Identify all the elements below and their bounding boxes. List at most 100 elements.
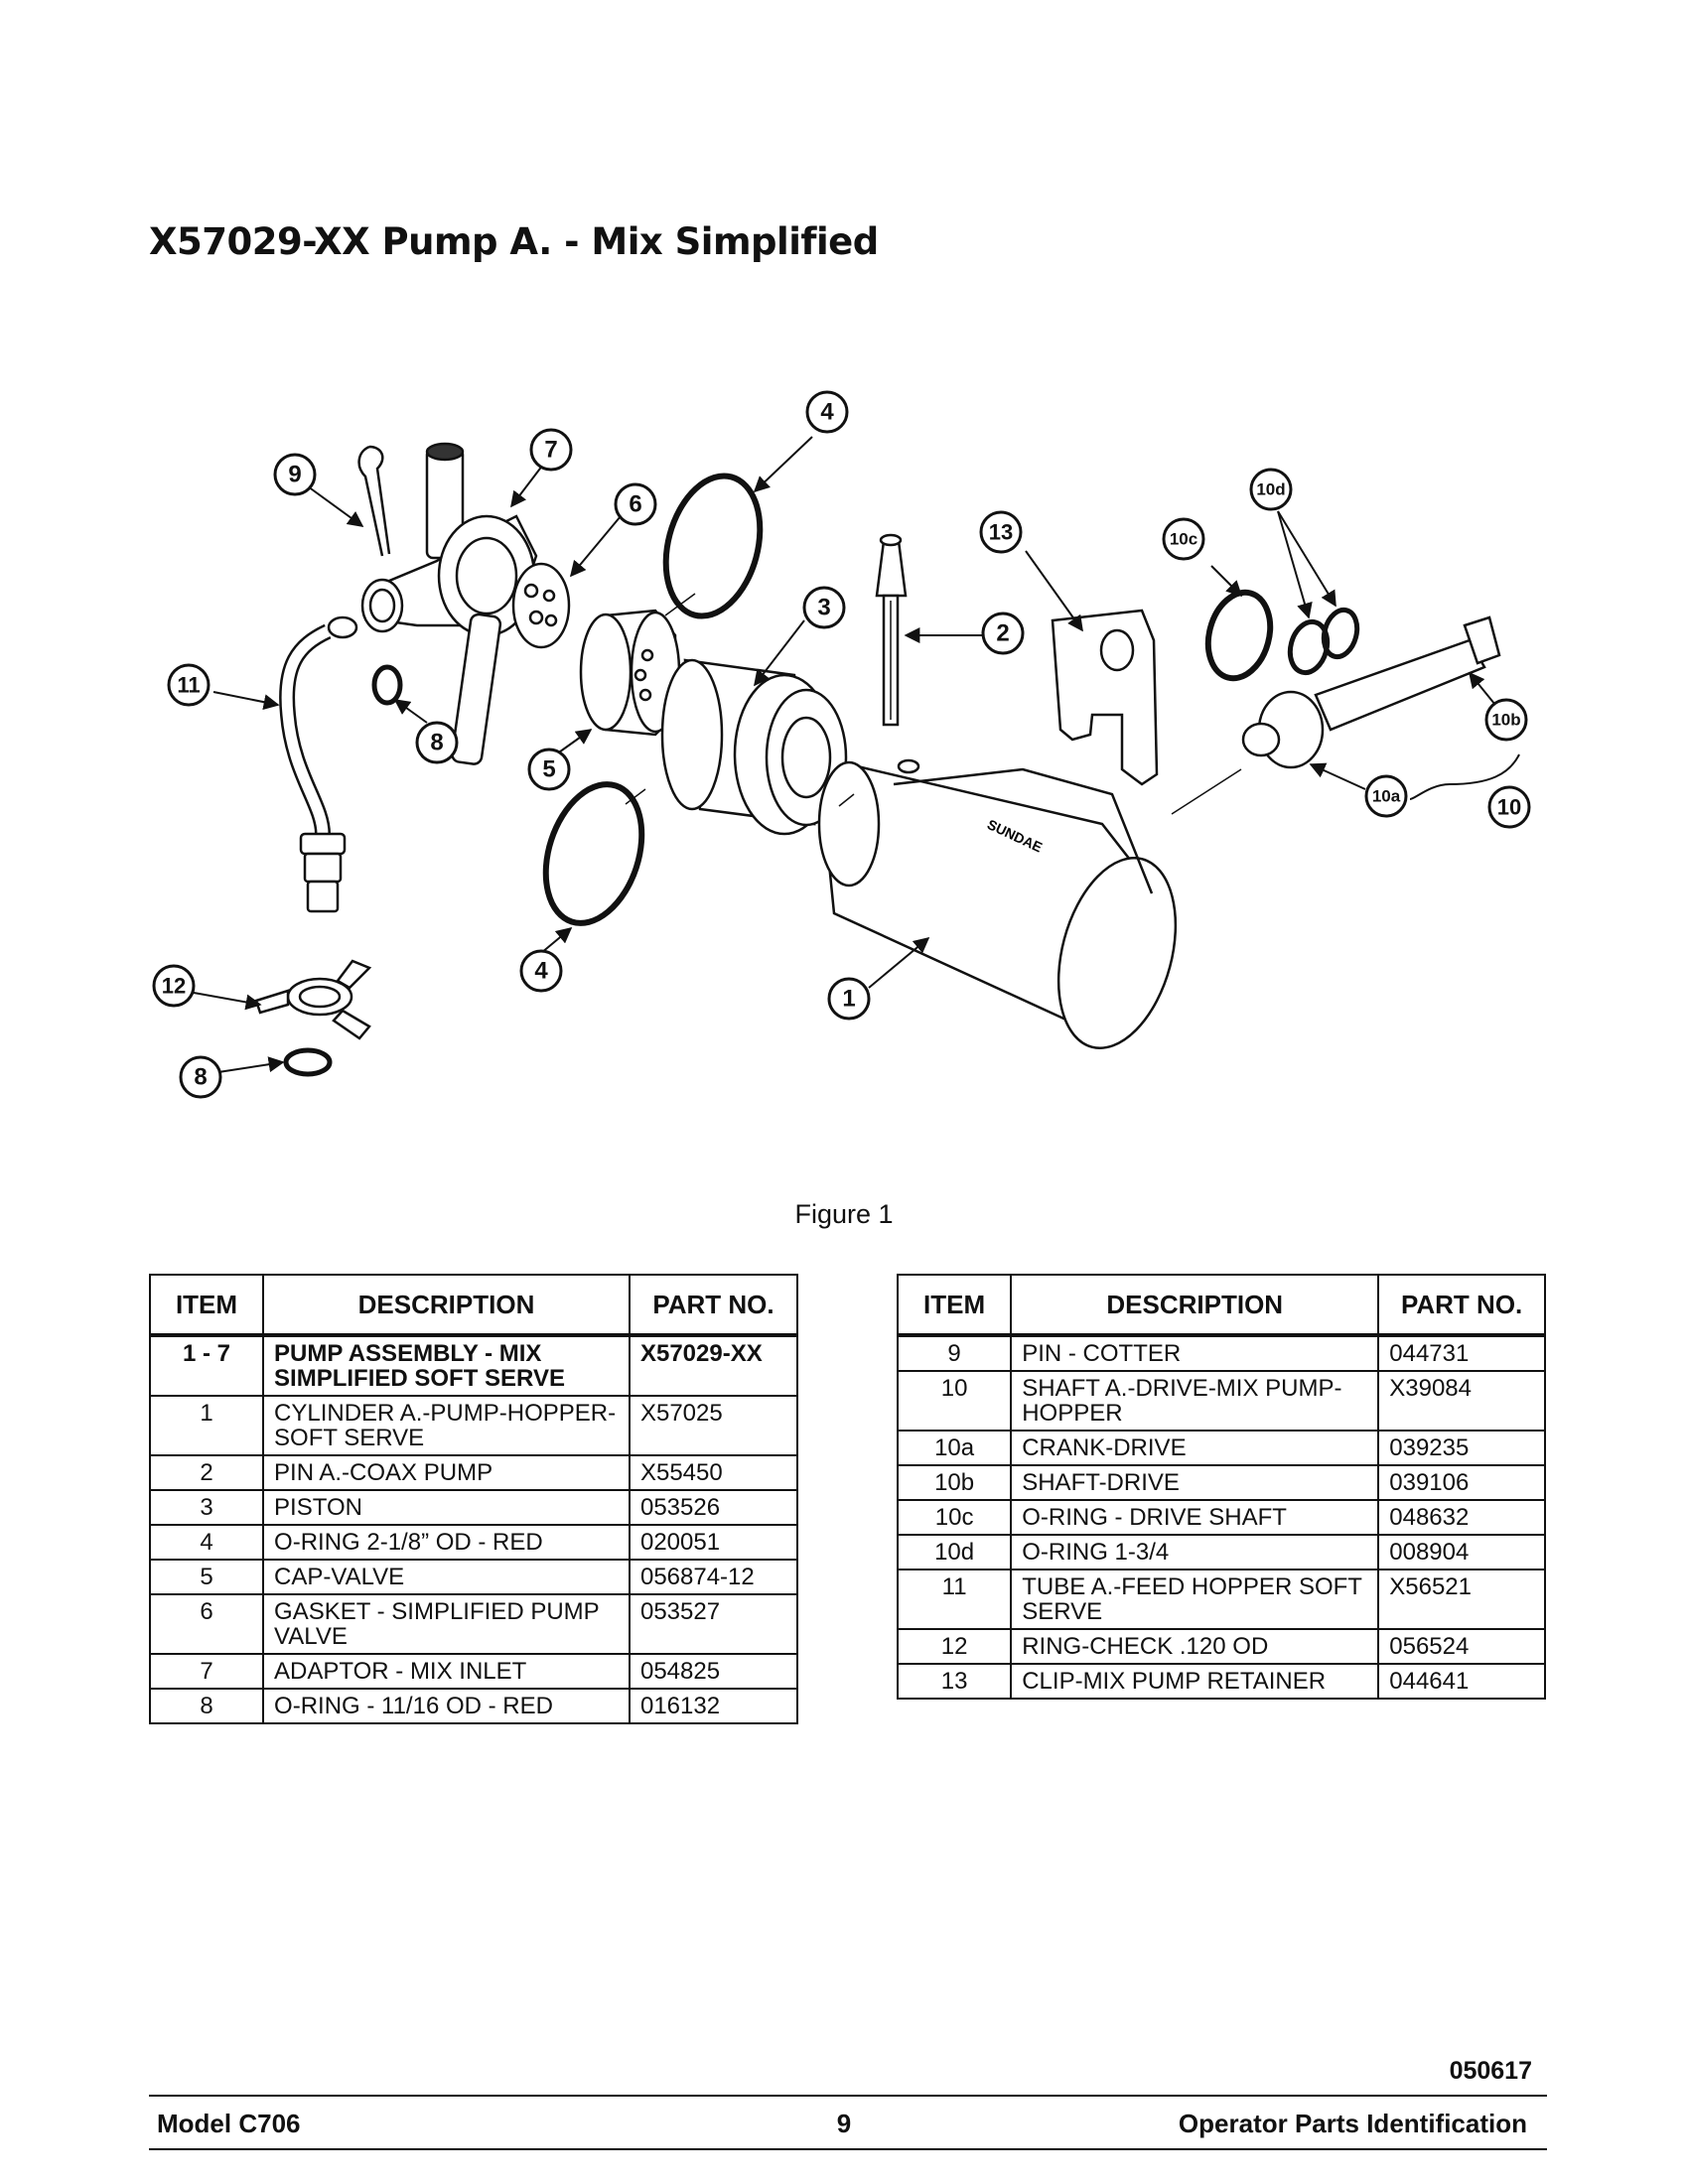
item-cell: 1 - 7	[148, 1334, 265, 1397]
callout-10d: 10d	[1256, 480, 1285, 499]
item-cell: 1	[148, 1395, 265, 1456]
coax-pin-part	[875, 533, 908, 727]
callout-4-lower: 4	[534, 958, 548, 985]
callout-8-lower: 8	[194, 1064, 207, 1091]
document-code: 050617	[1449, 2057, 1532, 2085]
description-cell: CRANK-DRIVE	[1010, 1430, 1380, 1466]
description-cell: O-RING - DRIVE SHAFT	[1010, 1499, 1380, 1536]
footer-divider-top	[149, 2095, 1547, 2097]
valve-cap-part	[579, 609, 681, 737]
page-title: X57029-XX Pump A. - Mix Simplified	[149, 220, 879, 263]
part-no-header: PART NO.	[628, 1274, 799, 1337]
description-cell: PIN - COTTER	[1010, 1334, 1380, 1372]
callout-10c: 10c	[1170, 530, 1197, 549]
callout-10b: 10b	[1491, 711, 1520, 730]
callout-12: 12	[162, 974, 186, 999]
item-cell: 2	[148, 1454, 265, 1491]
description-cell: ADAPTOR - MIX INLET	[262, 1653, 631, 1690]
item-cell: 5	[148, 1559, 265, 1595]
pump-cylinder-part	[817, 758, 1178, 1049]
description-cell: O-RING - 11/16 OD - RED	[262, 1688, 631, 1724]
part-no-cell: 053526	[628, 1489, 799, 1526]
part-no-cell: 020051	[628, 1524, 799, 1561]
description-cell: PUMP ASSEMBLY - MIX SIMPLIFIED SOFT SERV…	[262, 1334, 631, 1397]
part-no-cell: 053527	[628, 1593, 799, 1655]
part-no-cell: X39084	[1377, 1370, 1546, 1432]
item-cell: 10d	[896, 1534, 1013, 1570]
item-cell: 3	[148, 1489, 265, 1526]
part-no-cell: 039235	[1377, 1430, 1546, 1466]
part-no-header: PART NO.	[1377, 1274, 1546, 1337]
item-cell: 12	[896, 1628, 1013, 1665]
item-cell: 10	[896, 1370, 1013, 1432]
callout-5: 5	[542, 756, 555, 783]
description-cell: CLIP-MIX PUMP RETAINER	[1010, 1663, 1380, 1700]
large-o-ring-upper-part	[662, 473, 764, 619]
footer-section: Operator Parts Identification	[1178, 2109, 1527, 2138]
piston-part	[660, 658, 848, 836]
part-no-cell: 039106	[1377, 1464, 1546, 1501]
item-header: ITEM	[148, 1274, 265, 1337]
part-no-cell: 054825	[628, 1653, 799, 1690]
item-cell: 6	[148, 1593, 265, 1655]
item-cell: 10b	[896, 1464, 1013, 1501]
description-cell: CAP-VALVE	[262, 1559, 631, 1595]
callout-2: 2	[996, 620, 1009, 647]
description-cell: O-RING 2-1/8” OD - RED	[262, 1524, 631, 1561]
callout-6: 6	[629, 491, 641, 518]
callout-9: 9	[288, 462, 301, 488]
part-no-cell: 056524	[1377, 1628, 1546, 1665]
description-cell: O-RING 1-3/4	[1010, 1534, 1380, 1570]
callout-4-upper: 4	[820, 399, 834, 426]
part-no-cell: X55450	[628, 1454, 799, 1491]
footer-model: Model C706	[157, 2109, 301, 2138]
description-cell: PISTON	[262, 1489, 631, 1526]
callout-7: 7	[544, 437, 557, 464]
part-no-cell: X57029-XX	[628, 1334, 799, 1397]
part-no-cell: 048632	[1377, 1499, 1546, 1536]
cotter-pin-part	[357, 445, 391, 557]
callout-1: 1	[842, 986, 855, 1013]
item-cell: 8	[148, 1688, 265, 1724]
callout-10: 10	[1497, 795, 1521, 820]
o-ring-1-3-4-b-part	[1321, 607, 1360, 660]
small-o-ring-part	[371, 664, 403, 706]
item-cell: 10a	[896, 1430, 1013, 1466]
callout-3: 3	[817, 595, 830, 621]
drive-shaft-assembly-part	[1241, 615, 1501, 769]
part-no-cell: X56521	[1377, 1569, 1546, 1630]
pump-retainer-clip-part	[1051, 609, 1159, 786]
part-no-cell: 044731	[1377, 1334, 1546, 1372]
item-header: ITEM	[896, 1274, 1013, 1337]
figure-caption: Figure 1	[794, 1199, 894, 1229]
part-no-cell: X57025	[628, 1395, 799, 1456]
large-o-ring-lower-part	[542, 781, 645, 926]
check-ring-part	[254, 959, 372, 1040]
description-cell: SHAFT A.-DRIVE-MIX PUMP-HOPPER	[1010, 1370, 1380, 1432]
drive-shaft-o-ring-part	[1204, 589, 1274, 682]
item-cell: 7	[148, 1653, 265, 1690]
description-cell: GASKET - SIMPLIFIED PUMP VALVE	[262, 1593, 631, 1655]
description-cell: TUBE A.-FEED HOPPER SOFT SERVE	[1010, 1569, 1380, 1630]
description-cell: PIN A.-COAX PUMP	[262, 1454, 631, 1491]
description-cell: RING-CHECK .120 OD	[1010, 1628, 1380, 1665]
description-cell: SHAFT-DRIVE	[1010, 1464, 1380, 1501]
feed-tube-part	[279, 615, 358, 913]
callout-10a: 10a	[1372, 787, 1401, 806]
small-o-ring-lower-part	[283, 1047, 333, 1077]
